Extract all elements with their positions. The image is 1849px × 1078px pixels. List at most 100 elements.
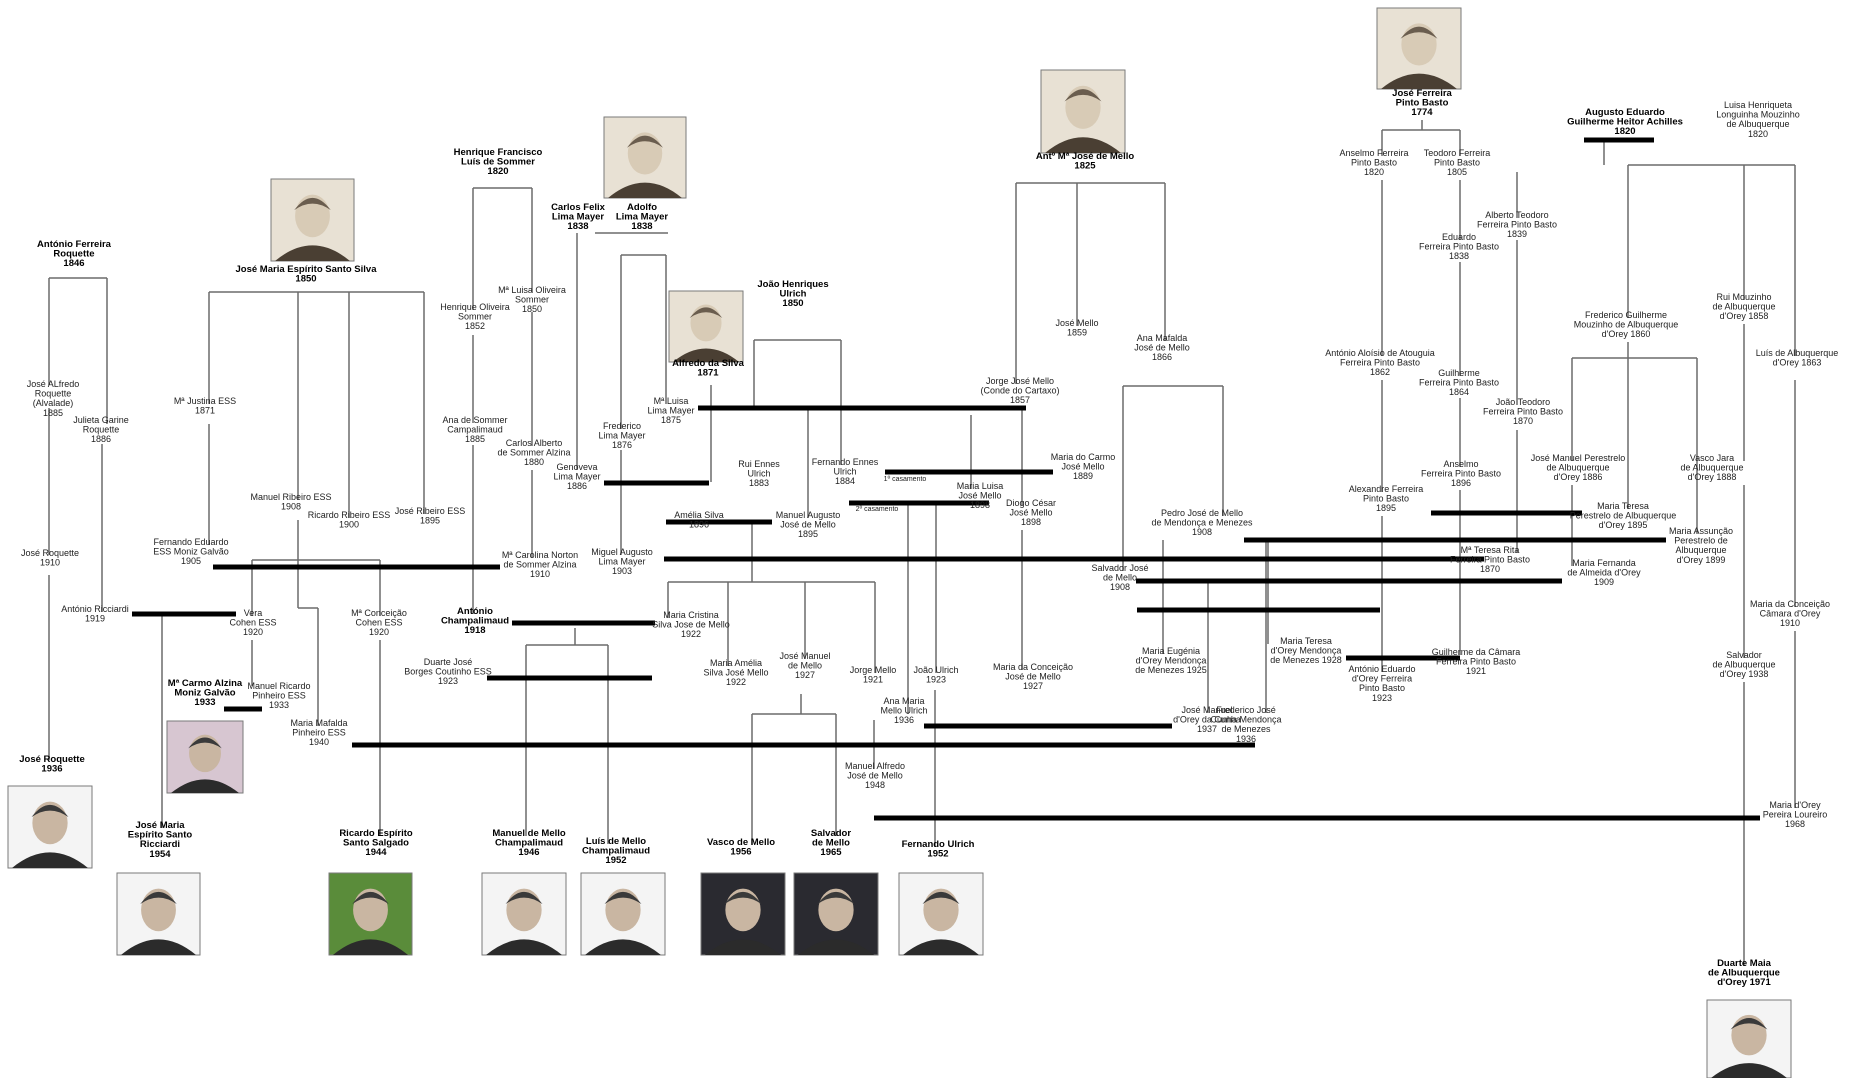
person-label-line: Alexandre Ferreira: [1349, 484, 1424, 494]
person-label-line: Luís de Mello: [586, 836, 646, 847]
person-label-line: 1908: [1192, 527, 1212, 537]
person-label-line: Espírito Santo: [128, 830, 193, 841]
person-label-line: (Alvalade): [33, 398, 74, 408]
person-label-line: 1838: [631, 221, 652, 232]
person-label-line: 1850: [295, 274, 316, 285]
person-label-line: 1954: [149, 849, 171, 860]
person-label-line: 1936: [41, 764, 62, 775]
person-label-line: Frederico José: [1216, 705, 1276, 715]
person-label-line: Amélia Silva: [674, 510, 724, 520]
person-label-line: José Manuel: [1181, 705, 1232, 715]
person-label-line: Ferreira Pinto Basto: [1419, 242, 1499, 252]
person-label-line: António Ferreira: [37, 239, 112, 250]
person-label-line: 1898: [970, 500, 990, 510]
person-label-line: Salvador: [811, 828, 851, 839]
person-label-line: 1918: [464, 625, 485, 636]
person-label-line: Ulrich: [833, 467, 856, 477]
person-label-line: Mª Teresa Rita: [1461, 545, 1520, 555]
person-label-line: Longuinha Mouzinho: [1716, 110, 1800, 120]
person-label-line: de Menezes 1928: [1270, 655, 1342, 665]
person-label-line: 1968: [1785, 819, 1805, 829]
person-label-line: Maria do Carmo: [1051, 452, 1116, 462]
person-label-line: Manuel Alfredo: [845, 761, 905, 771]
person-label-line: 1805: [1447, 167, 1467, 177]
person-label-line: 1839: [1507, 229, 1527, 239]
person-label-line: Champalimaud: [582, 846, 650, 857]
person-label-line: d'Orey 1895: [1599, 520, 1648, 530]
person-label-line: Ricciardi: [140, 839, 180, 850]
person-label-line: Guilherme: [1438, 368, 1480, 378]
person-label-line: Ferreira Pinto Basto: [1477, 220, 1557, 230]
person-label-line: Fernando Ennes: [812, 457, 879, 467]
person-label-line: 1956: [730, 847, 751, 858]
person-label-line: Sommer: [515, 295, 549, 305]
person-label-line: 1936: [1236, 734, 1256, 744]
person-label-line: 1896: [689, 520, 709, 530]
person-label-line: de Albuquerque: [1546, 463, 1609, 473]
person-label-line: de Sommer Alzina: [503, 560, 576, 570]
person-label-line: 1910: [40, 558, 60, 568]
person-label-line: Duarte Maia: [1717, 958, 1772, 969]
person-label-line: Borges Coutinho ESS: [404, 667, 492, 677]
person-label-line: Pinto Basto: [1359, 683, 1405, 693]
person-label-line: José Manuel Perestrelo: [1531, 453, 1626, 463]
person-label-line: José de Mello: [1134, 343, 1190, 353]
person-label-line: António Ricciardi: [61, 604, 129, 614]
person-label-line: Manuel Augusto: [776, 510, 841, 520]
person-label-line: 1910: [1780, 618, 1800, 628]
person-label-line: 1922: [681, 629, 701, 639]
person-label-line: 1895: [798, 529, 818, 539]
person-label-line: de Albuquerque: [1712, 660, 1775, 670]
person-label-line: Frederico Guilherme: [1585, 310, 1667, 320]
person-label-line: Mª Carolina Norton: [502, 550, 578, 560]
person-label-line: d'Orey 1938: [1720, 669, 1769, 679]
person-label-line: Fernando Eduardo: [153, 537, 228, 547]
person-label-line: Cohen ESS: [355, 618, 402, 628]
person-label-line: Julieta Garine: [73, 415, 129, 425]
person-label-line: Ferreira Pinto Basto: [1340, 358, 1420, 368]
person-label-line: João Henriques: [757, 279, 828, 290]
person-label-line: 1870: [1513, 416, 1533, 426]
person-label-line: 1875: [661, 415, 681, 425]
person-label-line: José ALfredo: [27, 379, 80, 389]
person-label-line: Antº Mª José de Mello: [1036, 151, 1134, 162]
person-label-line: Maria Cristina: [663, 610, 719, 620]
person-label-line: Maria Fernanda: [1572, 558, 1636, 568]
person-label-line: 1883: [749, 478, 769, 488]
person-label-line: Ana Mafalda: [1137, 333, 1188, 343]
person-label-line: Ulrich: [747, 469, 770, 479]
person-label-line: 1889: [1073, 471, 1093, 481]
person-label-line: 1919: [85, 614, 105, 624]
person-label-line: 1944: [365, 847, 387, 858]
person-label-line: Pinto Basto: [1434, 158, 1480, 168]
person-label-line: Mª Justina ESS: [174, 396, 236, 406]
person-label-line: Lima Mayer: [553, 472, 600, 482]
person-label-line: Roquette: [35, 389, 72, 399]
person-label-line: d'Orey da Cunha: [1173, 715, 1241, 725]
person-label-line: João Teodoro: [1496, 397, 1550, 407]
person-label-line: Lima Mayer: [552, 212, 605, 223]
person-label-line: Luisa Henriqueta: [1724, 100, 1792, 110]
